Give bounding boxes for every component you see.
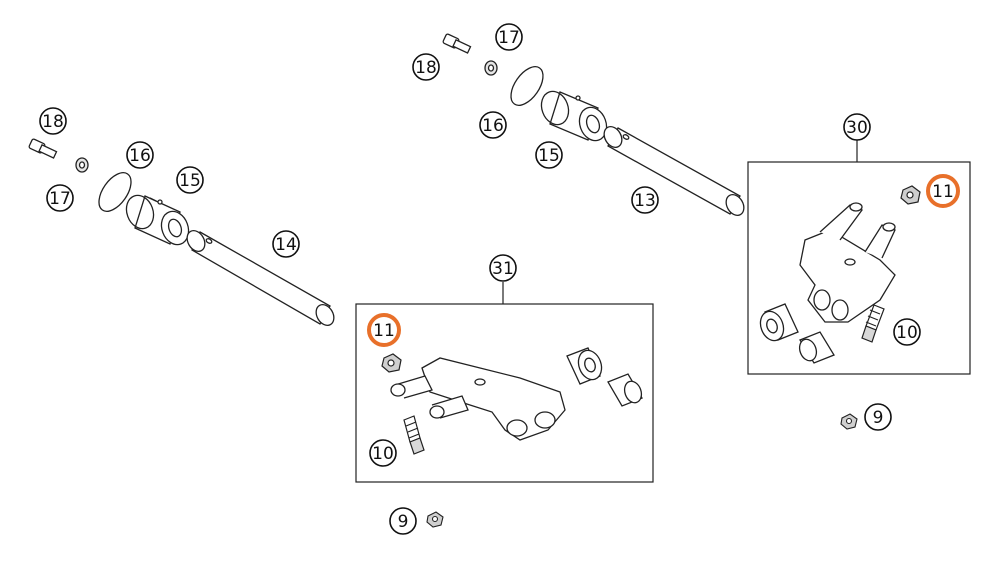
- callout-11-right-highlighted: 11: [926, 174, 960, 208]
- callout-15-top: 15: [535, 141, 563, 169]
- callout-13: 13: [631, 186, 659, 214]
- svg-text:18: 18: [415, 58, 437, 78]
- svg-text:9: 9: [398, 512, 409, 532]
- svg-text:31: 31: [492, 259, 514, 279]
- callout-31: 31: [489, 254, 517, 282]
- top-shaft-group: [442, 33, 745, 216]
- callout-17-top: 17: [495, 23, 523, 51]
- pin-part: [607, 373, 643, 407]
- svg-text:16: 16: [482, 116, 504, 136]
- callout-14: 14: [272, 230, 300, 258]
- assembly-box-31: [355, 303, 654, 483]
- callout-10-right: 10: [893, 318, 921, 346]
- callout-16-left: 16: [126, 141, 154, 169]
- bushing-part: [125, 194, 190, 246]
- nut-part: [900, 185, 921, 205]
- assembly-box-30: [747, 161, 971, 375]
- callout-9-right: 9: [864, 403, 892, 431]
- svg-text:13: 13: [634, 191, 656, 211]
- nut-part: [426, 511, 444, 528]
- callout-17-left: 17: [46, 184, 74, 212]
- roller-part: [566, 347, 603, 385]
- svg-text:15: 15: [538, 146, 560, 166]
- o-ring-part: [98, 172, 132, 212]
- shaft-part: [186, 230, 335, 326]
- o-ring-part: [510, 66, 544, 106]
- svg-text:14: 14: [275, 235, 297, 255]
- washer-part: [75, 157, 89, 173]
- svg-text:16: 16: [129, 146, 151, 166]
- callout-18-left: 18: [39, 107, 67, 135]
- svg-text:11: 11: [373, 321, 395, 341]
- washer-part: [484, 60, 498, 76]
- callout-10-left: 10: [369, 439, 397, 467]
- svg-text:18: 18: [42, 112, 64, 132]
- svg-text:15: 15: [179, 171, 201, 191]
- bolt-part: [442, 33, 472, 54]
- adjusting-screw-part: [403, 415, 425, 455]
- pin-part: [798, 331, 835, 364]
- callout-15-left: 15: [176, 166, 204, 194]
- svg-text:17: 17: [49, 189, 71, 209]
- nut-part: [381, 353, 402, 373]
- svg-text:9: 9: [873, 408, 884, 428]
- rocker-arm-part: [390, 357, 566, 441]
- left-shaft-group: [28, 138, 335, 326]
- bolt-part: [28, 138, 58, 159]
- adjusting-screw-part: [861, 304, 885, 343]
- callout-18-top: 18: [412, 53, 440, 81]
- callout-11-left-highlighted: 11: [367, 313, 401, 347]
- roller-part: [759, 303, 799, 342]
- nut-part: [840, 413, 858, 430]
- svg-text:11: 11: [932, 182, 954, 202]
- shaft-part: [603, 126, 745, 216]
- svg-text:30: 30: [846, 118, 868, 138]
- callout-9-bottom: 9: [389, 507, 417, 535]
- bushing-part: [540, 90, 608, 142]
- callout-16-top: 16: [479, 111, 507, 139]
- callout-30: 30: [843, 113, 871, 141]
- svg-text:17: 17: [498, 28, 520, 48]
- svg-text:10: 10: [896, 323, 918, 343]
- rocker-arm-part: [799, 202, 896, 323]
- svg-text:10: 10: [372, 444, 394, 464]
